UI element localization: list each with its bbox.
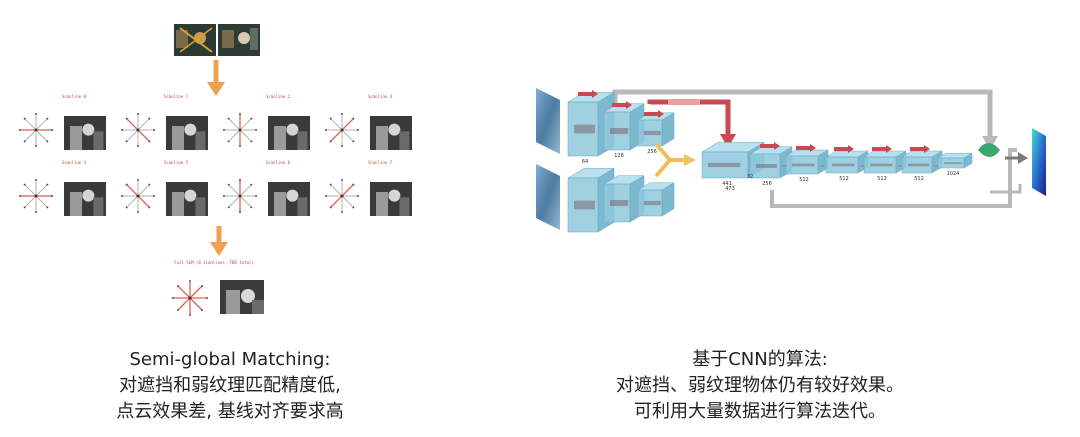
red-arrow-icon <box>644 110 664 118</box>
feature-block: 512 <box>901 150 943 182</box>
scanline-cell: Scanline 0 <box>19 94 106 150</box>
sgm-panel: Scanline 0 Scanline 1 Scanline 2 Scanline 3… <box>0 0 440 437</box>
down-arrow-icon <box>207 60 225 96</box>
scanline-cell: Scanline 4 <box>19 160 106 216</box>
scanline-disparity-map <box>268 182 310 216</box>
feature-block: 256 <box>749 146 793 187</box>
merge-arrow-icon <box>654 142 696 178</box>
red-arrow-icon <box>872 145 892 153</box>
layer-size-label: 512 <box>877 176 887 182</box>
cnn-caption-line-1: 对遮挡、弱纹理物体仍有较好效果。 <box>616 375 904 396</box>
cnn-caption: 基于CNN的算法: 对遮挡、弱纹理物体仍有较好效果。 可利用大量数据进行算法迭代… <box>610 347 910 425</box>
full-sgm-label: Full SGM (8 scanlines, TBD total) <box>174 260 253 265</box>
gray-skip-connections <box>612 89 1022 208</box>
scanline-label: Scanline 5 <box>164 160 189 165</box>
cnn-caption-line-2: 可利用大量数据进行算法迭代。 <box>634 401 886 422</box>
scanline-direction-icon <box>121 179 155 213</box>
down-arrow-icon <box>210 226 228 256</box>
feature-block: 256 <box>637 112 675 155</box>
sgm-caption: Semi-global Matching: 对遮挡和弱纹理匹配精度低, 点云效果… <box>80 347 380 425</box>
layer-size-label: 64 <box>582 159 588 165</box>
layer-size-label: 473 <box>725 186 735 192</box>
scanline-cell: Scanline 3 <box>325 94 412 150</box>
layer-size-label: 256 <box>647 149 657 155</box>
cnn-diagram: 64 128 256 441 256 512 512 512 512 1024 32 473 <box>536 88 1046 233</box>
scanline-cell: Scanline 2 <box>223 94 310 150</box>
red-arrow-icon <box>578 90 598 98</box>
scanline-disparity-map <box>370 116 412 150</box>
scanline-cell: Scanline 6 <box>223 160 310 216</box>
layer-size-label: 128 <box>614 153 624 159</box>
scanline-direction-icon <box>223 113 257 147</box>
scanline-disparity-map <box>166 116 208 150</box>
feature-block: 512 <box>785 149 829 183</box>
cnn-input-images <box>536 88 560 230</box>
red-arrow-icon <box>612 101 632 109</box>
feature-block <box>637 182 675 217</box>
red-arrow-icon <box>910 145 930 153</box>
sgm-caption-title: Semi-global Matching: <box>129 349 331 370</box>
red-arrow-icon <box>834 145 854 153</box>
feature-block: 1024 <box>937 152 973 177</box>
full-sgm-result <box>172 280 264 316</box>
scanline-cell: Scanline 1 <box>121 94 208 150</box>
cnn-layers: 64 128 256 441 256 512 512 512 512 1024 32 473 <box>567 90 973 233</box>
scanline-label: Scanline 1 <box>164 94 189 99</box>
sgm-caption-line-2: 点云效果差, 基线对齐要求高 <box>116 401 344 422</box>
scanline-direction-icon <box>325 179 359 213</box>
scanline-label: Scanline 3 <box>368 94 393 99</box>
scanline-disparity-map <box>64 116 106 150</box>
full-disparity-map <box>220 280 264 314</box>
sgm-diagram: Scanline 0 Scanline 1 Scanline 2 Scanline 3… <box>19 24 412 316</box>
scanline-grid: Scanline 0 Scanline 1 Scanline 2 Scanline 3… <box>19 94 412 216</box>
scanline-cell: Scanline 7 <box>325 160 412 216</box>
output-block <box>978 128 1046 196</box>
scanline-cell: Scanline 5 <box>121 160 208 216</box>
full-star-icon <box>172 280 208 316</box>
scanline-disparity-map <box>64 182 106 216</box>
red-arrow-icon <box>760 142 780 150</box>
scanline-disparity-map <box>370 182 412 216</box>
cnn-caption-title: 基于CNN的算法: <box>692 349 828 370</box>
scanline-label: Scanline 4 <box>62 160 87 165</box>
scanline-direction-icon <box>19 179 53 213</box>
red-skip-connection <box>647 99 736 148</box>
layer-size-label: 512 <box>914 176 924 182</box>
layer-size-label: 512 <box>799 177 809 183</box>
layer-size-label: 512 <box>839 176 849 182</box>
scanline-label: Scanline 2 <box>266 94 291 99</box>
scanline-label: Scanline 7 <box>368 160 393 165</box>
red-arrow-icon <box>796 144 816 152</box>
sgm-caption-line-1: 对遮挡和弱纹理匹配精度低, <box>119 375 341 396</box>
scanline-label: Scanline 0 <box>62 94 87 99</box>
output-disparity-map <box>1032 128 1046 196</box>
scanline-disparity-map <box>268 116 310 150</box>
scanline-direction-icon <box>223 179 257 213</box>
scanline-label: Scanline 6 <box>266 160 291 165</box>
cnn-panel: 64 128 256 441 256 512 512 512 512 1024 32 473 基于CN… <box>520 0 1080 437</box>
output-node-icon <box>978 143 1000 157</box>
layer-size-label: 256 <box>762 181 772 187</box>
layer-size-label: 32 <box>747 174 753 180</box>
scanline-direction-icon <box>325 113 359 147</box>
scanline-direction-icon <box>121 113 155 147</box>
scanline-disparity-map <box>166 182 208 216</box>
scanline-direction-icon <box>19 113 53 147</box>
layer-size-label: 441 <box>722 181 732 187</box>
layer-size-label: 1024 <box>947 171 960 177</box>
stereo-input-images <box>174 24 260 56</box>
